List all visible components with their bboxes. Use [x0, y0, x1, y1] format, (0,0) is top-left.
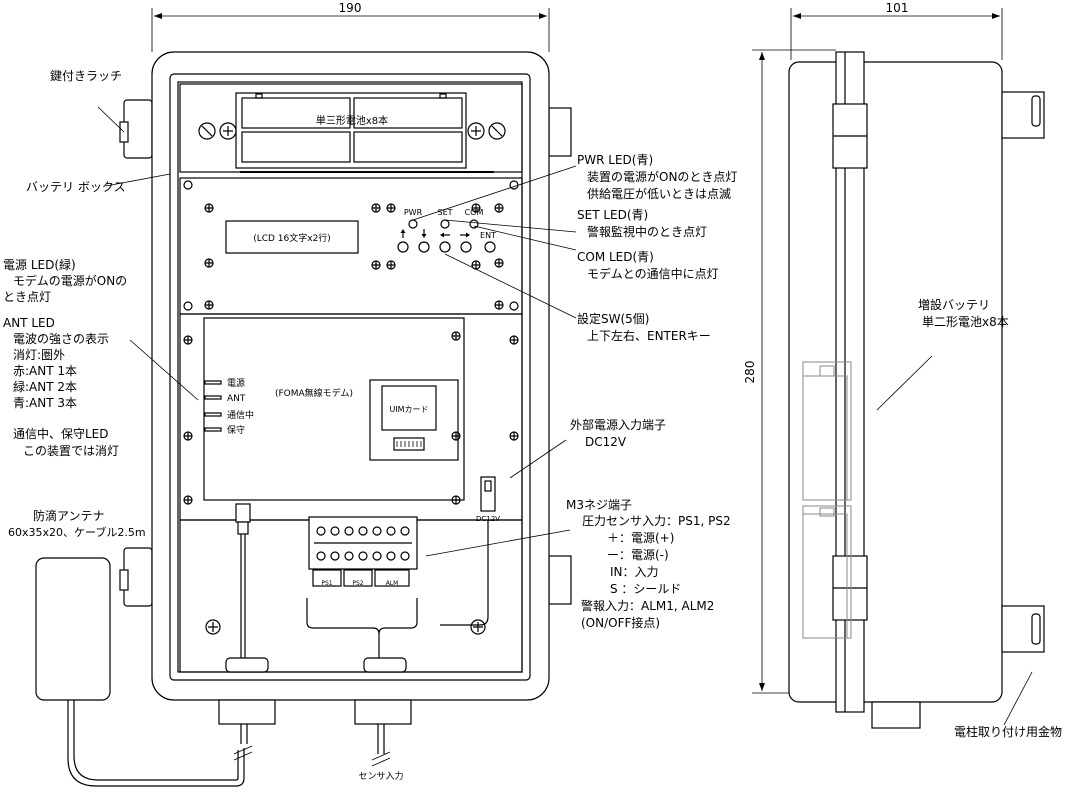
modem-screw-icon: [183, 331, 519, 505]
ant-led-callout-2: 電波の強さの表示: [13, 332, 109, 346]
antenna-callout-2: 60x35x20、ケーブル2.5m: [8, 525, 146, 539]
comm-led-callout-1: 通信中、保守LED: [13, 426, 109, 441]
ant-led-callout-6: 青:ANT 3本: [13, 396, 77, 410]
pole-bracket-callout: 電柱取り付け用金物: [954, 724, 1062, 739]
m3-callout-7: 警報入力：ALM1, ALM2: [581, 598, 714, 613]
front-view: 単三形電池x8本 (LCD 16文字x2行): [119, 51, 572, 782]
ant-led-callout-1: ANT LED: [3, 316, 55, 330]
com-led: [469, 219, 479, 229]
battery-box: 単三形電池x8本: [179, 83, 523, 173]
modem-led-bars: [204, 380, 222, 432]
pwr-led-callout-2: 装置の電源がONのとき点灯: [587, 169, 737, 184]
terminal-ps1-text: PS1: [321, 580, 332, 587]
battery-box-label: 単三形電池x8本: [316, 114, 388, 127]
m3-callout-4: ー：電源(-): [607, 548, 669, 562]
m3-callout-2: 圧力センサ入力：PS1, PS2: [582, 514, 731, 528]
ant-led-callout-5: 緑:ANT 2本: [13, 379, 77, 394]
power-led-callout-3: とき点灯: [3, 290, 51, 304]
uim-card-label: UIMカード: [389, 405, 428, 414]
dc12v-label: DC12V: [476, 515, 500, 523]
left-callouts: 鍵付きラッチ バッテリ ボックス 電源 LED(緑) モデムの電源がONの とき…: [3, 68, 146, 539]
switch-callout-2: 上下左右、ENTERキー: [587, 328, 711, 343]
power-led-callout-1: 電源 LED(緑): [3, 257, 76, 272]
terminal-alm-text: ALM: [386, 580, 399, 587]
right-callouts: PWR LED(青) 装置の電源がONのとき点灯 供給電圧が低いときは点滅 SE…: [566, 153, 737, 630]
m3-callout-1: M3ネジ端子: [566, 498, 632, 512]
com-led-callout-2: モデムとの通信中に点灯: [587, 266, 719, 281]
ground-screw-icon: [205, 619, 486, 635]
dim-101-text: 101: [886, 1, 909, 15]
modem-led-maint-text: 保守: [227, 424, 245, 436]
sensor-input-label: センサ入力: [358, 770, 403, 782]
modem-label: (FOMA無線モデム): [275, 387, 353, 399]
antenna-callout-1: 防滴アンテナ: [33, 508, 105, 523]
modem-area: (FOMA無線モデム) UIMカード 電源 ANT 通信中 保守: [179, 313, 523, 523]
arrow-left-icon: [440, 232, 450, 238]
terminal-area: PS1 PS2 ALM: [179, 503, 523, 673]
modem-led-power-text: 電源: [227, 378, 245, 389]
control-panel: (LCD 16文字x2行) PWR SE: [179, 177, 523, 315]
m3-callout-5: IN：入力: [610, 565, 659, 579]
power-led-callout-2: モデムの電源がONの: [13, 273, 127, 288]
antenna: [35, 557, 245, 787]
side-callouts: 増設バッテリ 単二形電池x8本 電柱取り付け用金物: [918, 297, 1062, 739]
modem-led-comm-text: 通信中: [227, 409, 254, 421]
ant-led-callout-4: 赤:ANT 1本: [13, 364, 77, 378]
dc-jack: [480, 476, 496, 512]
m3-callout-3: ＋：電源(+): [607, 531, 674, 545]
setting-switches: [397, 241, 496, 253]
comm-led-callout-2: この装置では消灯: [23, 444, 119, 458]
led-ent-text: ENT: [480, 231, 496, 240]
set-led-callout-1: SET LED(青): [577, 208, 648, 222]
modem-led-ant-text: ANT: [227, 394, 246, 404]
dimension-width-190: 190: [151, 1, 550, 52]
lcd-label: (LCD 16文字x2行): [253, 232, 331, 244]
ext-power-callout-2: DC12V: [585, 435, 627, 449]
arrow-down-icon: [421, 229, 427, 238]
ext-power-callout-1: 外部電源入力端子: [570, 417, 666, 432]
lcd-display: [225, 220, 359, 254]
cable-glands: [218, 699, 412, 767]
m3-callout-6: S ：シールド: [610, 582, 681, 596]
pwr-led-callout-1: PWR LED(青): [577, 153, 653, 167]
arrow-up-icon: [400, 229, 406, 238]
dimension-depth-101: 101: [790, 1, 1003, 60]
set-led-callout-2: 警報監視中のとき点灯: [587, 224, 707, 239]
side-view: [788, 51, 1045, 729]
switch-callout-1: 設定SW(5個): [577, 311, 649, 326]
dimension-height-280: 280: [743, 49, 836, 694]
panel-screw-icon: [183, 180, 519, 311]
plus-screw-icon: [204, 203, 504, 310]
terminal-ps2-text: PS2: [352, 580, 363, 587]
com-led-callout-1: COM LED(青): [577, 250, 654, 264]
extra-battery-callout-2: 単二形電池x8本: [922, 315, 1009, 329]
led-set-text: SET: [437, 208, 452, 217]
m3-callout-8: (ON/OFF接点): [581, 615, 660, 630]
pwr-led-callout-3: 供給電圧が低いときは点滅: [587, 186, 731, 201]
ant-led-callout-3: 消灯:圏外: [13, 348, 65, 362]
arrow-right-icon: [460, 232, 470, 238]
leader-lines: [97, 106, 1033, 726]
latch-callout: 鍵付きラッチ: [50, 68, 122, 83]
led-pwr-text: PWR: [404, 208, 423, 217]
dim-190-text: 190: [339, 1, 362, 15]
led-com-text: COM: [465, 208, 484, 217]
dim-280-text: 280: [743, 361, 757, 384]
terminal-screws: [314, 526, 412, 561]
screw-icon: [198, 122, 506, 140]
extra-battery-callout-1: 増設バッテリ: [918, 297, 990, 312]
battery-box-callout: バッテリ ボックス: [26, 180, 125, 194]
